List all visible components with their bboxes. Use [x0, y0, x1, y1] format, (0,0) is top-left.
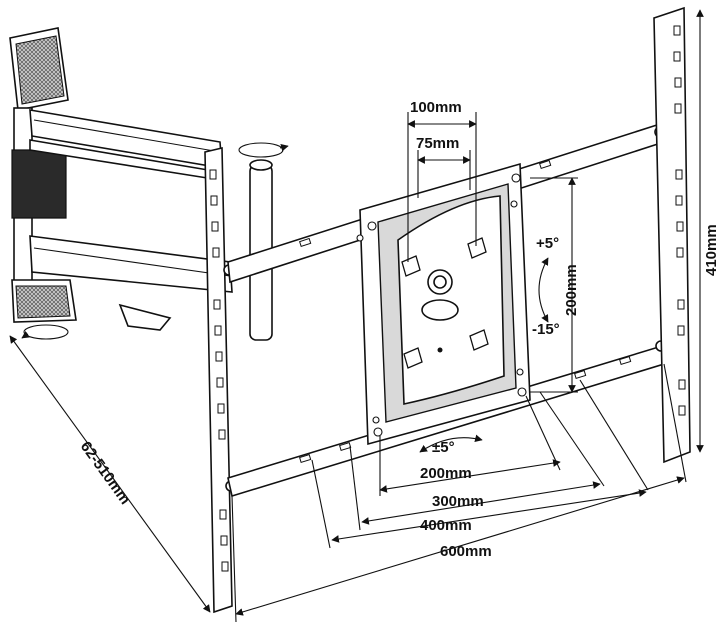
arm-extension-label: 62-510mm [77, 438, 134, 507]
vesa-100mm-label: 100mm [410, 99, 462, 116]
wall-bracket [9, 27, 77, 340]
tilt-up-label: +5° [536, 235, 559, 252]
vesa-plate [356, 162, 531, 446]
right-wall-plate [653, 6, 691, 464]
dimension-lines [9, 9, 704, 623]
wall-plate-410mm-label: 410mm [703, 224, 720, 276]
left-vertical-rail [204, 146, 237, 614]
rail-600mm-label: 600mm [440, 543, 492, 560]
rail-400mm-label: 400mm [420, 517, 472, 534]
tilt-down-label: -15° [532, 321, 560, 338]
rotation-label: ±5° [432, 439, 455, 456]
plate-width-200mm-label: 200mm [420, 465, 472, 482]
vesa-height-200mm-label: 200mm [563, 264, 580, 316]
rail-300mm-label: 300mm [432, 493, 484, 510]
vesa-75mm-label: 75mm [416, 135, 459, 152]
